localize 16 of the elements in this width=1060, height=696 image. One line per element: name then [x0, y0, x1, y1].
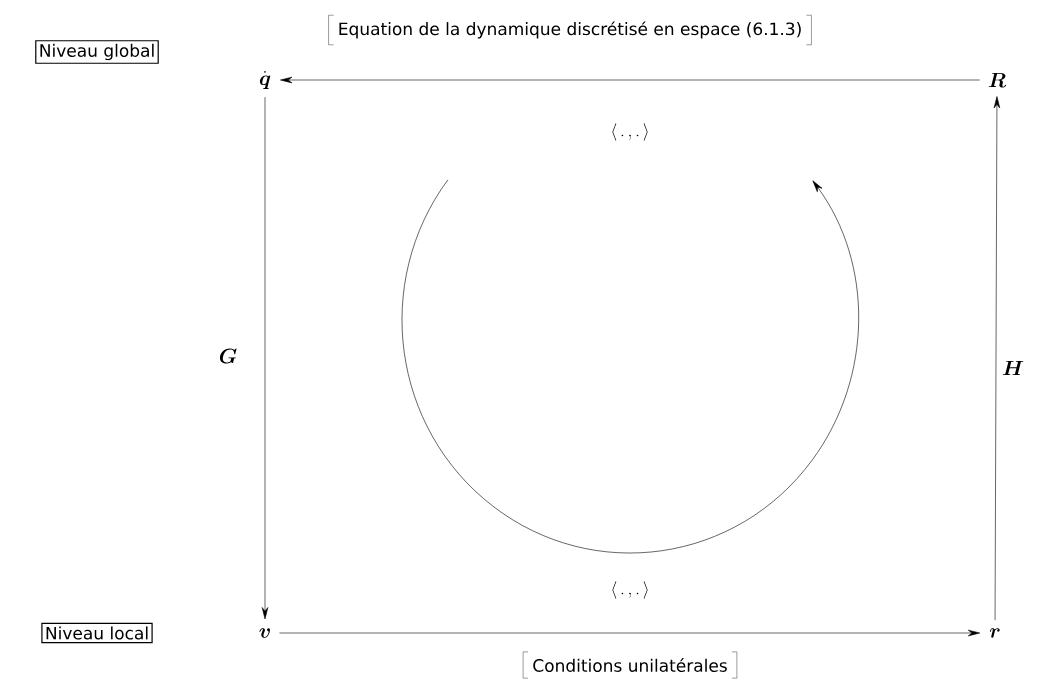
edge-label: $\boldsymbol{H}$ — [1002, 360, 1024, 376]
bracket-symbol: $\langle\,.\,,.\,\rangle$ — [612, 123, 648, 141]
edge-label: $\boldsymbol{G}$ — [219, 348, 237, 364]
edge-label: Conditions unilatérales — [522, 651, 738, 679]
arrow — [993, 96, 1001, 621]
edge-label: Equation de la dynamique discrétisé en espace (6.1.3) — [328, 15, 812, 45]
level-box: Niveau global — [35, 40, 159, 64]
level-box: Niveau local — [41, 622, 153, 644]
arrow — [279, 629, 981, 637]
arrow — [261, 96, 269, 620]
variable-symbol: $\boldsymbol{v}$ — [259, 628, 270, 638]
bracket-symbol: $\langle\,.\,,.\,\rangle$ — [612, 581, 648, 599]
variable-symbol: $\boldsymbol{r}$ — [989, 628, 1000, 638]
arrow — [280, 76, 980, 84]
variable-symbol: $\dot{\boldsymbol{q}}$ — [259, 71, 271, 89]
variable-symbol: $\boldsymbol{R}$ — [988, 72, 1007, 88]
